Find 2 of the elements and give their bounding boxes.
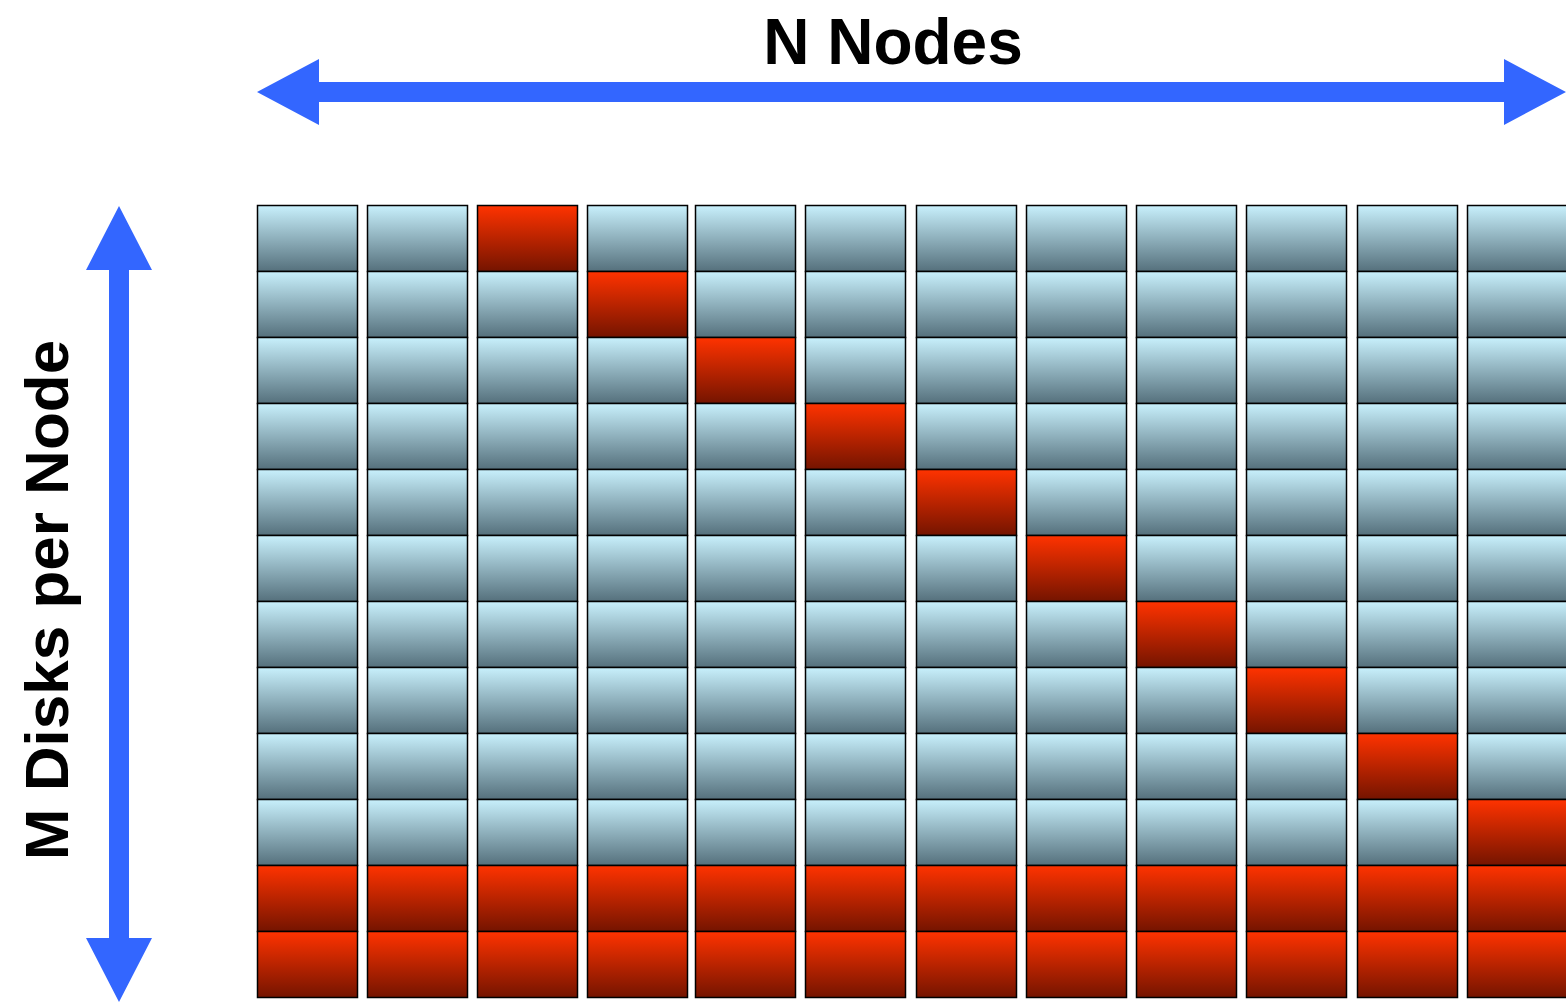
- axis-label: N Nodes: [762, 6, 1024, 78]
- axis-label: M Disks per Node: [11, 338, 82, 863]
